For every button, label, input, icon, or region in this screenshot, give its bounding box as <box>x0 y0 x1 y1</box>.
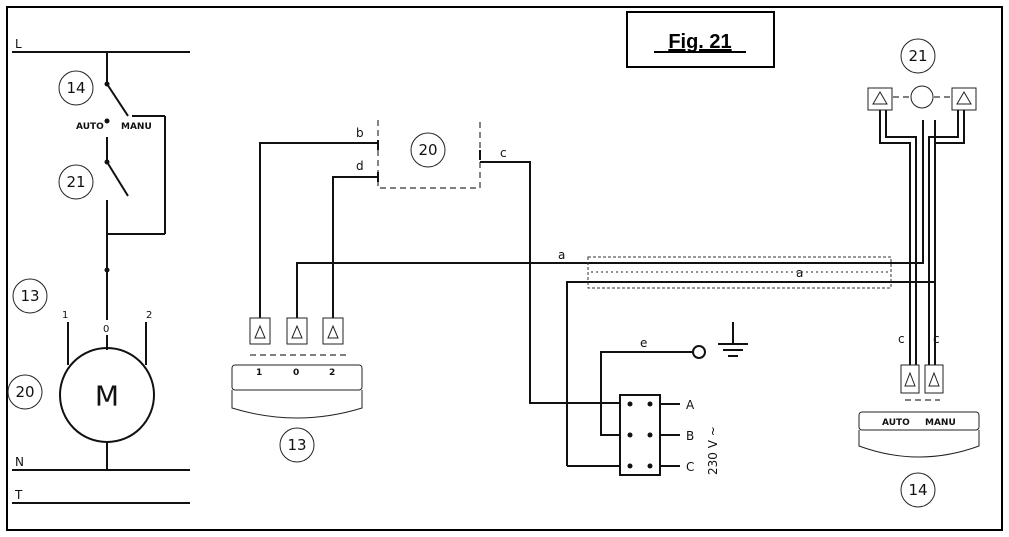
wire-label-e: e <box>640 336 647 350</box>
label-auto-right: AUTO <box>882 418 910 428</box>
thermostat: 21 <box>867 38 977 365</box>
cable-sleeve <box>587 256 892 289</box>
wire-label-c-left: c <box>898 332 905 346</box>
terminal-block: A B C 230 V ~ <box>619 394 720 476</box>
callout-20-left: 20 <box>15 383 34 401</box>
motor-terminal-2: 2 <box>146 310 152 321</box>
terminal-label-b: B <box>686 429 694 443</box>
earth-ring <box>692 345 706 359</box>
diagram-frame <box>6 6 1003 531</box>
callout-circle-14-left <box>58 70 94 106</box>
connector-terminal-1: 1 <box>256 368 262 378</box>
callout-14-left: 14 <box>66 79 85 97</box>
wire-label-c-top: c <box>500 146 507 160</box>
figure-title-box: Fig. 21 <box>626 11 775 68</box>
callout-14-right: 14 <box>908 481 927 499</box>
wire-label-a-upper: a <box>558 248 565 262</box>
earth-symbol-icon <box>718 322 748 357</box>
wiring-right: 20 b d c a a 1 0 <box>231 38 980 508</box>
callout-20-right: 20 <box>418 141 437 159</box>
schematic-left: L N T AUTO MANU 14 21 13 1 0 2 M <box>7 37 190 504</box>
callout-circle-14-right <box>900 472 936 508</box>
terminal-label-a: A <box>686 398 695 412</box>
callout-21-left: 21 <box>66 173 85 191</box>
callout-circle-20-left <box>7 374 43 410</box>
wire-label-b: b <box>356 126 364 140</box>
figure-title: Fig. 21 <box>668 31 731 53</box>
switch-connector: c c AUTO MANU 14 <box>858 332 980 508</box>
rail-label-l: L <box>15 37 22 51</box>
callout-21-right: 21 <box>908 47 927 65</box>
terminal-label-c: C <box>686 460 694 474</box>
wire-label-d: d <box>356 159 364 173</box>
motor-terminal-0: 0 <box>103 324 109 335</box>
connector-terminal-2: 2 <box>329 368 335 378</box>
callout-circle-13-left <box>12 278 48 314</box>
rail-label-t: T <box>14 488 23 502</box>
voltage-label: 230 V ~ <box>706 426 720 475</box>
label-auto-left: AUTO <box>76 122 104 132</box>
motor-connector: 1 0 2 13 <box>231 317 363 463</box>
connector-terminal-0: 0 <box>293 368 299 378</box>
callout-circle-13-right <box>279 427 315 463</box>
rail-label-n: N <box>15 455 24 469</box>
wire-label-c-right: c <box>933 332 940 346</box>
label-manu-left: MANU <box>121 122 152 132</box>
label-manu-right: MANU <box>925 418 956 428</box>
callout-circle-21-right <box>900 38 936 74</box>
callout-circle-20-right <box>410 132 446 168</box>
motor-symbol: M <box>95 380 119 413</box>
callout-circle-21-left <box>58 164 94 200</box>
motor-box: 20 <box>377 120 481 189</box>
wire-label-a-lower: a <box>796 266 803 280</box>
callout-13-right: 13 <box>287 436 306 454</box>
motor-terminal-1: 1 <box>62 310 68 321</box>
callout-13-left: 13 <box>20 287 39 305</box>
